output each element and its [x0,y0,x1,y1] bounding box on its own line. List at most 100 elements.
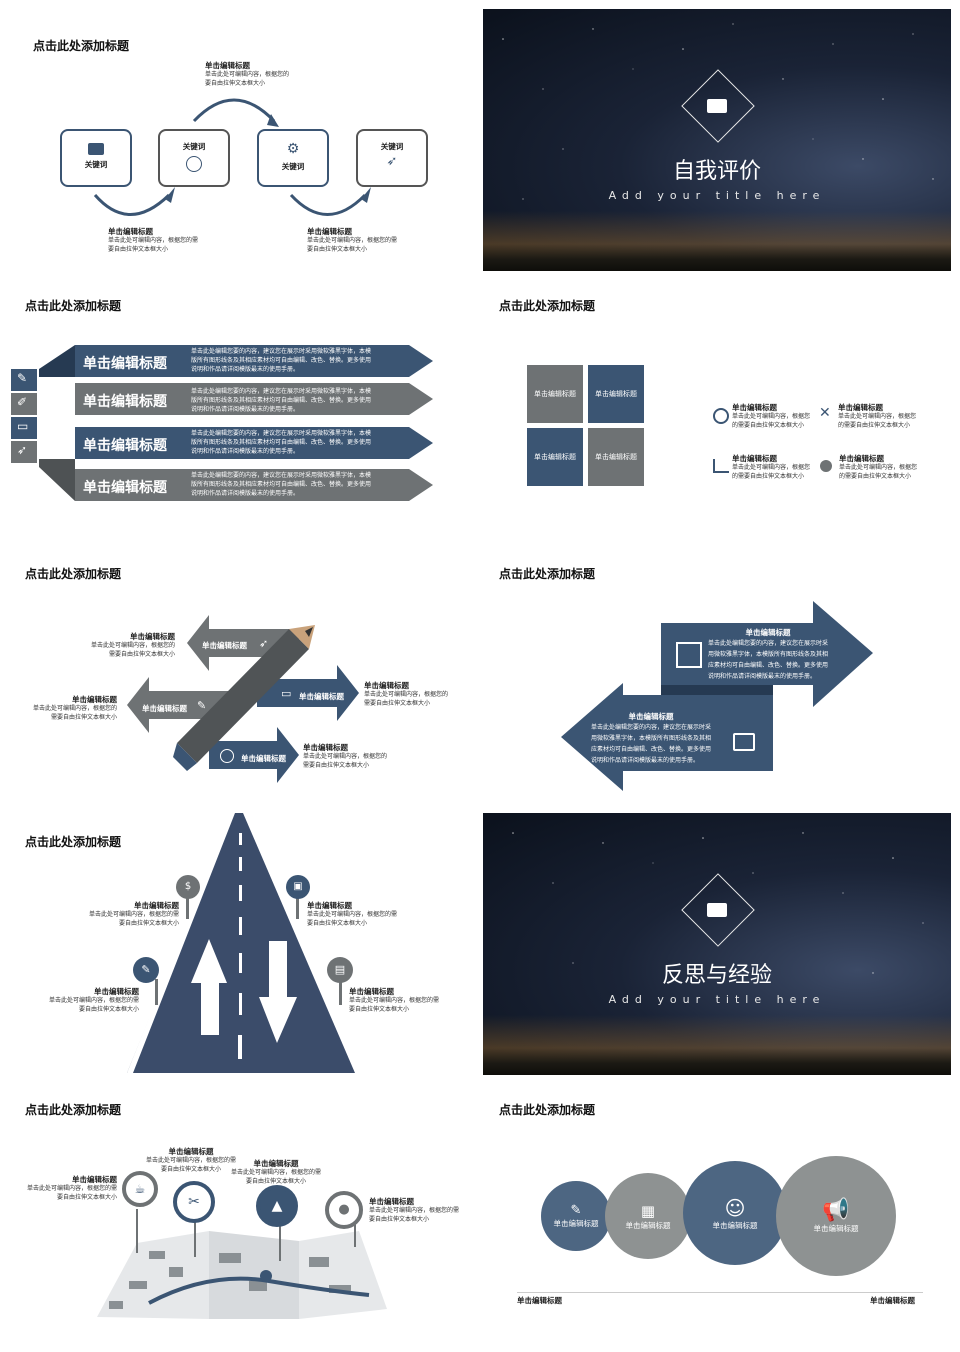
inbox-icon: ▣ [286,875,310,899]
folder-icon [707,99,727,113]
bar-chart-icon [713,459,729,473]
slide-title: 点击此处添加标题 [25,299,122,313]
flow-arrows [93,98,371,216]
tree-icon: ▲ [256,1185,298,1227]
road-note: 单击编辑标题 单击此处可编辑内容，根据您的需 要自由拉伸文本框大小 [349,987,439,1014]
pencil-note: 单击编辑标题 单击此处可编辑内容，根据您的 需要自由拉伸文本框大小 [33,695,117,722]
item-heading: 单击编辑标题 [732,403,777,412]
note-line: 要自由拉伸文本框大小 [369,1216,430,1223]
slide-title: 点击此处添加标题 [25,1103,122,1117]
note-line: 单击此处可编辑内容，根据您的需 [49,997,140,1004]
row-bands [11,345,433,501]
money-bag-icon: $ [176,875,200,899]
arrow-heading: 单击编辑标题 [745,628,791,637]
note-line: 需要自由拉伸文本框大小 [51,714,118,721]
feature-item: 单击编辑标题 单击此处可编辑内容，根据您 的需要自由拉伸文本框大小 [732,403,810,430]
desc-line: 单击此处编辑您要的内容，建议您在展示时采用微软雅黑字体，本模 [191,388,372,395]
grid-square: 单击编辑标题 [527,428,583,486]
desc-line: 说明和作品请详阅模版最末的使用手册。 [191,448,300,455]
pin-note: 单击编辑标题 单击此处可编辑内容，根据您的需 要自由拉伸文本框大小 [27,1175,117,1202]
baseline-right-label: 单击编辑标题 [870,1296,915,1305]
road-note: 单击编辑标题 单击此处可编辑内容，根据您的需 要自由拉伸文本框大小 [89,901,179,928]
pencil-icon: ✐ [17,395,28,409]
section-subtitle: Add your title here [608,993,826,1006]
item-line: 的需要自由拉伸文本框大小 [839,473,912,480]
top-note: 单击编辑标题 单击此处可编辑内容，根据您的 要自由拉伸文本框大小 [205,61,289,88]
baseline-left-label: 单击编辑标题 [517,1296,562,1305]
note-heading: 单击编辑标题 [72,695,118,704]
road-illustration [127,813,361,1073]
pin-icon: ✎ [17,371,28,385]
wallet-icon [733,733,755,751]
tools-icon: ✕ [819,405,831,421]
desc-line: 说明和作品请详阅模版最末的使用手册。 [191,366,300,373]
note-heading: 单击编辑标题 [369,1197,414,1206]
box-label: 关键词 [182,142,206,151]
item-heading: 单击编辑标题 [839,454,884,463]
note-line: 要自由拉伸文本框大小 [108,246,169,253]
item-line: 的需要自由拉伸文本框大小 [838,422,911,429]
megaphone-icon: 📢 [822,1198,850,1223]
slide-6: 点击此处添加标题 单击编辑标题 单击此处编辑您要的内容，建议您在展示时采 用微软… [483,545,951,807]
grid-square: 单击编辑标题 [588,428,644,486]
truck-icon: ▤ [327,957,353,983]
arrow-line: 说明和作品请详阅模版最末的使用手册。 [708,673,817,680]
row-desc: 单击此处编辑您要的内容，建议您在展示时采用微软雅黑字体，本模 版所有图形线条及其… [191,471,371,498]
keyword-box: ⚙ 关键词 [257,129,329,187]
note-line: 需要自由拉伸文本框大小 [303,762,370,769]
note-line: 单击此处可编辑内容，根据您的需 [89,911,180,918]
pencil-note: 单击编辑标题 单击此处可编辑内容，根据您的 需要自由拉伸文本框大小 [303,743,387,770]
bottom-arrow-text: 单击编辑标题 单击此处编辑您要的内容，建议您在展示时采 用微软雅黑字体，本模版所… [591,711,711,766]
pencil-note: 单击编辑标题 单击此处可编辑内容，根据您的 需要自由拉伸文本框大小 [364,681,448,708]
folder-icon [707,903,727,917]
desc-line: 版所有图形线条及其相应素材均可自由编辑、改色、替换。更多使用 [191,439,372,446]
slide-title: 点击此处添加标题 [25,567,122,581]
note-heading: 单击编辑标题 [108,227,153,236]
item-line: 的需要自由拉伸文本框大小 [732,473,805,480]
arrow-line: 用微软雅黑字体，本模版所有图形线条及其相 [591,735,712,742]
pencil-icon: ✎ [570,1203,582,1218]
section-title: 自我评价 [672,159,761,184]
note-line: 要自由拉伸文本框大小 [119,920,180,927]
row-desc: 单击此处编辑您要的内容，建议您在展示时采用微软雅黑字体，本模 版所有图形线条及其… [191,429,371,456]
globe-icon [220,749,234,763]
bottom-left-note: 单击编辑标题 单击此处可编辑内容，根据您的需 要自由拉伸文本框大小 [108,227,198,254]
step-circle: 📢 单击编辑标题 [776,1156,896,1276]
note-heading: 单击编辑标题 [307,901,352,910]
slide-5: 点击此处添加标题 单击编辑标题 ➶ 单击编辑标题 ✎ 单击编辑标题 ▭ 单击编辑… [9,545,479,807]
document-icon [676,642,702,668]
item-line: 单击此处可编辑内容，根据您 [838,413,917,420]
note-line: 单击此处可编辑内容，根据您的需 [369,1207,460,1214]
note-line: 单击此处可编辑内容，根据您的 [205,71,290,78]
row-label: 单击编辑标题 [83,480,167,496]
arrow-line: 应素材均可自由编辑、改色、替换。更多使用 [708,662,829,669]
arrow-label: 单击编辑标题 [299,692,344,701]
slide-title: 点击此处添加标题 [499,567,596,581]
note-line: 要自由拉伸文本框大小 [307,246,368,253]
folded-map [97,1201,387,1319]
monitor-icon: ▭ [17,419,29,433]
desc-line: 说明和作品请详阅模版最末的使用手册。 [191,406,300,413]
note-line: 单击此处可编辑内容，根据您的需 [307,237,398,244]
desc-line: 说明和作品请详阅模版最末的使用手册。 [191,490,300,497]
item-heading: 单击编辑标题 [732,454,777,463]
rocket-icon: ➶ [259,637,269,650]
note-heading: 单击编辑标题 [130,632,176,641]
interlocking-arrows [561,601,873,791]
note-line: 单击此处可编辑内容，根据您的 [303,753,388,760]
note-line: 要自由拉伸文本框大小 [307,920,368,927]
note-heading: 单击编辑标题 [253,1159,299,1168]
step-circle: ✎ 单击编辑标题 [541,1181,611,1251]
arrow-label: 单击编辑标题 [202,641,247,650]
paw-icon: ● [325,1191,363,1229]
desc-line: 版所有图形线条及其相应素材均可自由编辑、改色、替换。更多使用 [191,481,372,488]
section-subtitle: Add your title here [608,189,826,202]
note-line: 要自由拉伸文本框大小 [79,1006,140,1013]
feature-item: 单击编辑标题 单击此处可编辑内容，根据您 的需要自由拉伸文本框大小 [732,454,810,481]
road-note: 单击编辑标题 单击此处可编辑内容，根据您的需 要自由拉伸文本框大小 [49,987,139,1014]
masks-icon: ☺ [724,1195,746,1220]
note-line: 要自由拉伸文本框大小 [57,1194,118,1201]
pin-note: 单击编辑标题 单击此处可编辑内容，根据您的需 要自由拉伸文本框大小 [231,1159,321,1186]
pin-note: 单击编辑标题 单击此处可编辑内容，根据您的需 要自由拉伸文本框大小 [369,1197,459,1224]
scissors-icon: ✂ [173,1181,215,1223]
